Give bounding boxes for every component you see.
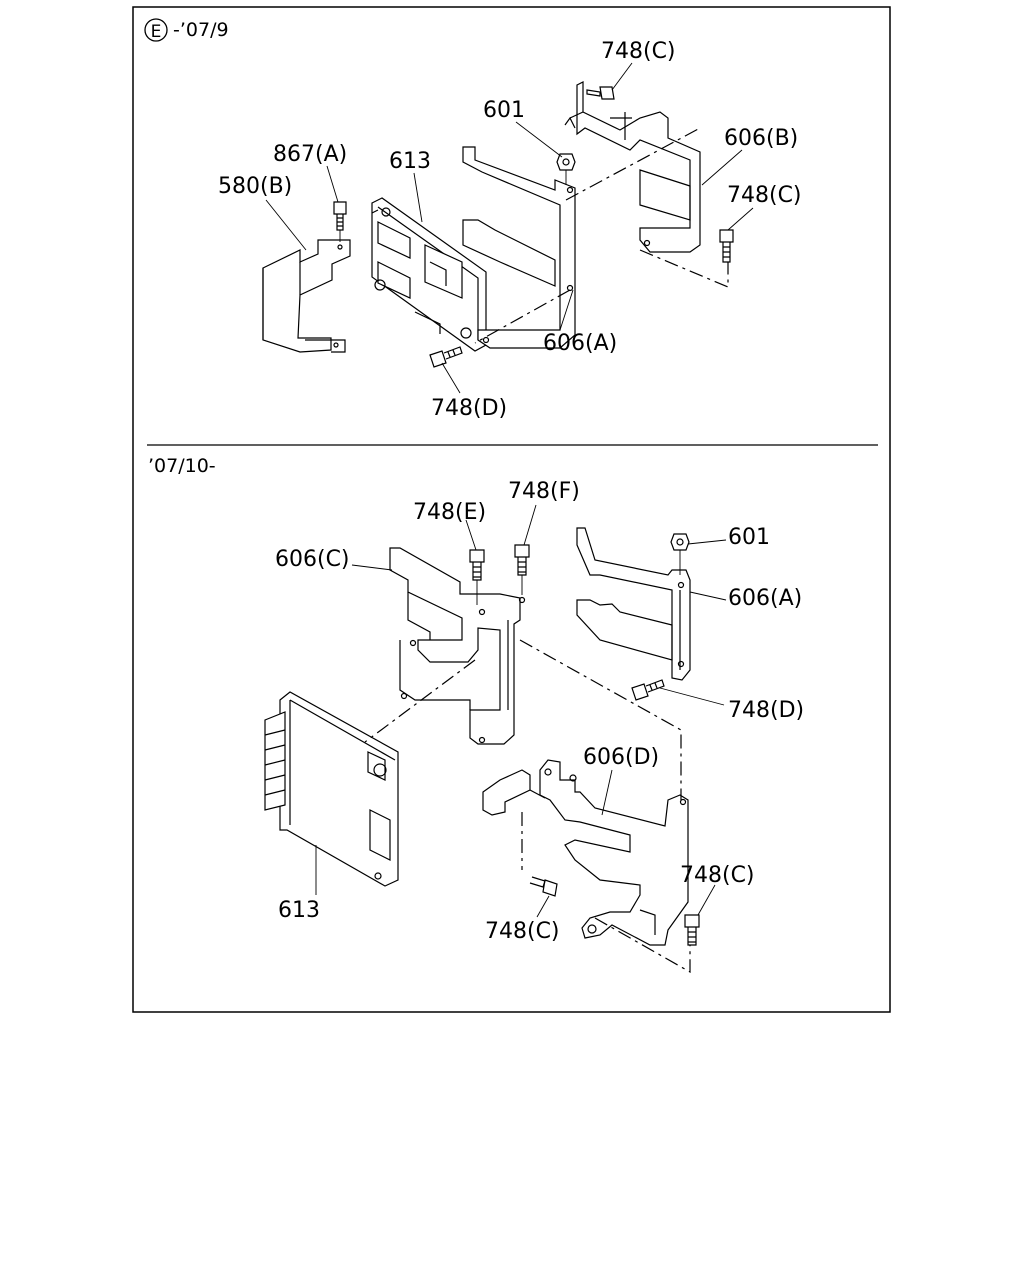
label-580b: 580(B) [218, 174, 292, 199]
label-613-2: 613 [278, 898, 320, 923]
label-748d-2: 748(D) [728, 698, 804, 723]
bolt-748f-icon [514, 544, 530, 595]
bolt-748c-right-icon [719, 229, 734, 263]
part-606b-bracket [564, 81, 701, 253]
label-748c-left: 748(C) [485, 919, 560, 944]
diagram-frame [132, 6, 891, 1013]
label-748c-right: 748(C) [727, 183, 802, 208]
bolt-748c-right-icon-2 [684, 914, 700, 946]
section-1: E -’07/9 [144, 18, 802, 421]
section-1-period: -’07/9 [173, 19, 229, 41]
label-748d: 748(D) [431, 396, 507, 421]
part-613-ecu-2 [264, 691, 399, 887]
bolt-748e-icon [469, 549, 485, 605]
part-606d-bracket [482, 759, 689, 946]
bolt-748c-top-icon [586, 86, 615, 100]
label-748c-top: 748(C) [601, 39, 676, 64]
bolt-748d-icon [429, 346, 463, 368]
circle-e-icon: E [144, 18, 168, 42]
label-606c: 606(C) [275, 547, 350, 572]
part-606a-bracket-2 [576, 527, 691, 681]
nut-601-icon-2 [670, 533, 690, 575]
circle-letter: E [151, 22, 162, 42]
section-2: ’07/10- [148, 455, 804, 974]
label-606a-2: 606(A) [728, 586, 802, 611]
bolt-867a-icon [333, 201, 347, 242]
label-601-2: 601 [728, 525, 770, 550]
bolt-748c-left-icon [529, 876, 558, 897]
part-606c-bracket [389, 547, 526, 745]
part-580b-bracket [262, 239, 351, 353]
bolt-748d-icon-2 [631, 679, 665, 701]
label-606d: 606(D) [583, 745, 659, 770]
label-601: 601 [483, 98, 525, 123]
label-867a: 867(A) [273, 142, 347, 167]
label-606a: 606(A) [543, 331, 617, 356]
label-613: 613 [389, 149, 431, 174]
nut-601-icon [556, 153, 576, 185]
section-2-period: ’07/10- [148, 455, 216, 477]
part-613-ecu [371, 197, 487, 352]
label-748c-right-2: 748(C) [680, 863, 755, 888]
label-606b: 606(B) [724, 126, 798, 151]
label-748e: 748(E) [413, 500, 486, 525]
label-748f: 748(F) [508, 479, 580, 504]
